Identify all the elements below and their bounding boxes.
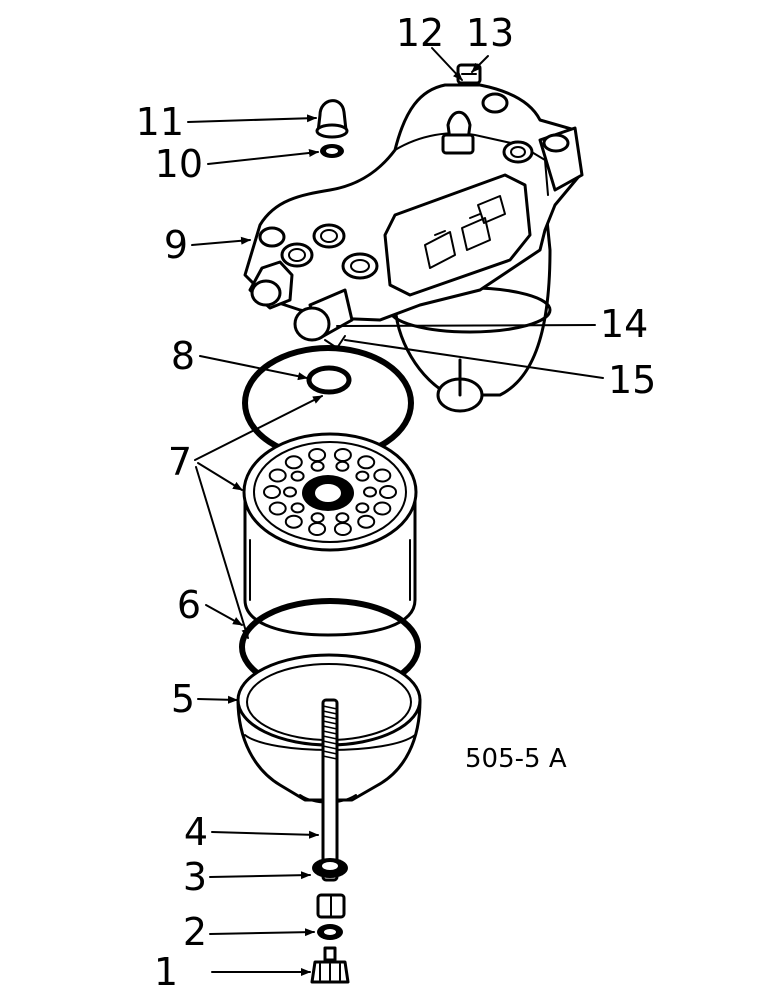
callout-11: 11 xyxy=(136,100,184,144)
stud-thread xyxy=(322,735,338,740)
leader-lines xyxy=(187,47,604,976)
filter-hole xyxy=(363,486,377,498)
stud-thread xyxy=(322,715,338,720)
filter-hole xyxy=(379,485,397,499)
callout-3: 3 xyxy=(183,855,207,899)
drain-knob-1 xyxy=(310,946,350,984)
filter-hole xyxy=(335,512,350,524)
filter-hole xyxy=(355,470,370,482)
callout-7: 7 xyxy=(168,440,192,484)
stud-thread xyxy=(322,755,338,760)
filter-hole xyxy=(355,502,370,514)
stud-thread xyxy=(322,745,338,750)
callout-5: 5 xyxy=(171,677,195,721)
filter-hole xyxy=(357,514,376,529)
callout-15: 15 xyxy=(608,358,656,402)
filter-hole xyxy=(357,455,376,470)
o-ring-8 xyxy=(306,365,352,395)
cap-nut-11 xyxy=(315,99,349,139)
stud-thread xyxy=(322,710,338,715)
callout-14: 14 xyxy=(600,302,648,346)
washer-10 xyxy=(320,144,344,158)
stud-thread xyxy=(322,725,338,730)
stud-thread xyxy=(322,705,338,710)
filter-hole xyxy=(290,502,305,514)
stud-thread xyxy=(322,750,338,755)
filter-hole xyxy=(373,501,392,516)
filter-hole xyxy=(268,501,287,516)
filter-hole xyxy=(290,470,305,482)
centre-stud-top xyxy=(441,110,475,155)
callout-6: 6 xyxy=(177,583,201,627)
filter-hole xyxy=(263,485,281,499)
filter-hole xyxy=(335,460,350,472)
filter-element xyxy=(242,432,418,637)
filter-hole xyxy=(310,512,325,524)
callout-12: 12 xyxy=(396,11,444,55)
filter-hole xyxy=(283,486,297,498)
washer-2 xyxy=(317,924,343,940)
filter-hole xyxy=(268,468,287,483)
stud-thread xyxy=(322,720,338,725)
callout-1: 1 xyxy=(154,950,178,994)
callout-10: 10 xyxy=(155,142,203,186)
stud-4 xyxy=(321,698,339,882)
stud-thread xyxy=(322,730,338,735)
drain-plug-14 xyxy=(293,288,354,349)
filter-head xyxy=(243,83,584,413)
sealing-washer-3 xyxy=(312,858,348,878)
callout-2: 2 xyxy=(183,910,207,954)
figure-reference: 505-5 A xyxy=(465,744,567,774)
stud-thread xyxy=(322,740,338,745)
callout-8: 8 xyxy=(171,334,195,378)
stud-nut xyxy=(316,893,346,919)
callout-4: 4 xyxy=(184,810,208,854)
filter-hole xyxy=(310,460,325,472)
callout-13: 13 xyxy=(466,11,514,55)
callout-9: 9 xyxy=(164,223,188,267)
filter-hole xyxy=(284,514,303,529)
filter-hole xyxy=(284,455,303,470)
filter-hole xyxy=(373,468,392,483)
